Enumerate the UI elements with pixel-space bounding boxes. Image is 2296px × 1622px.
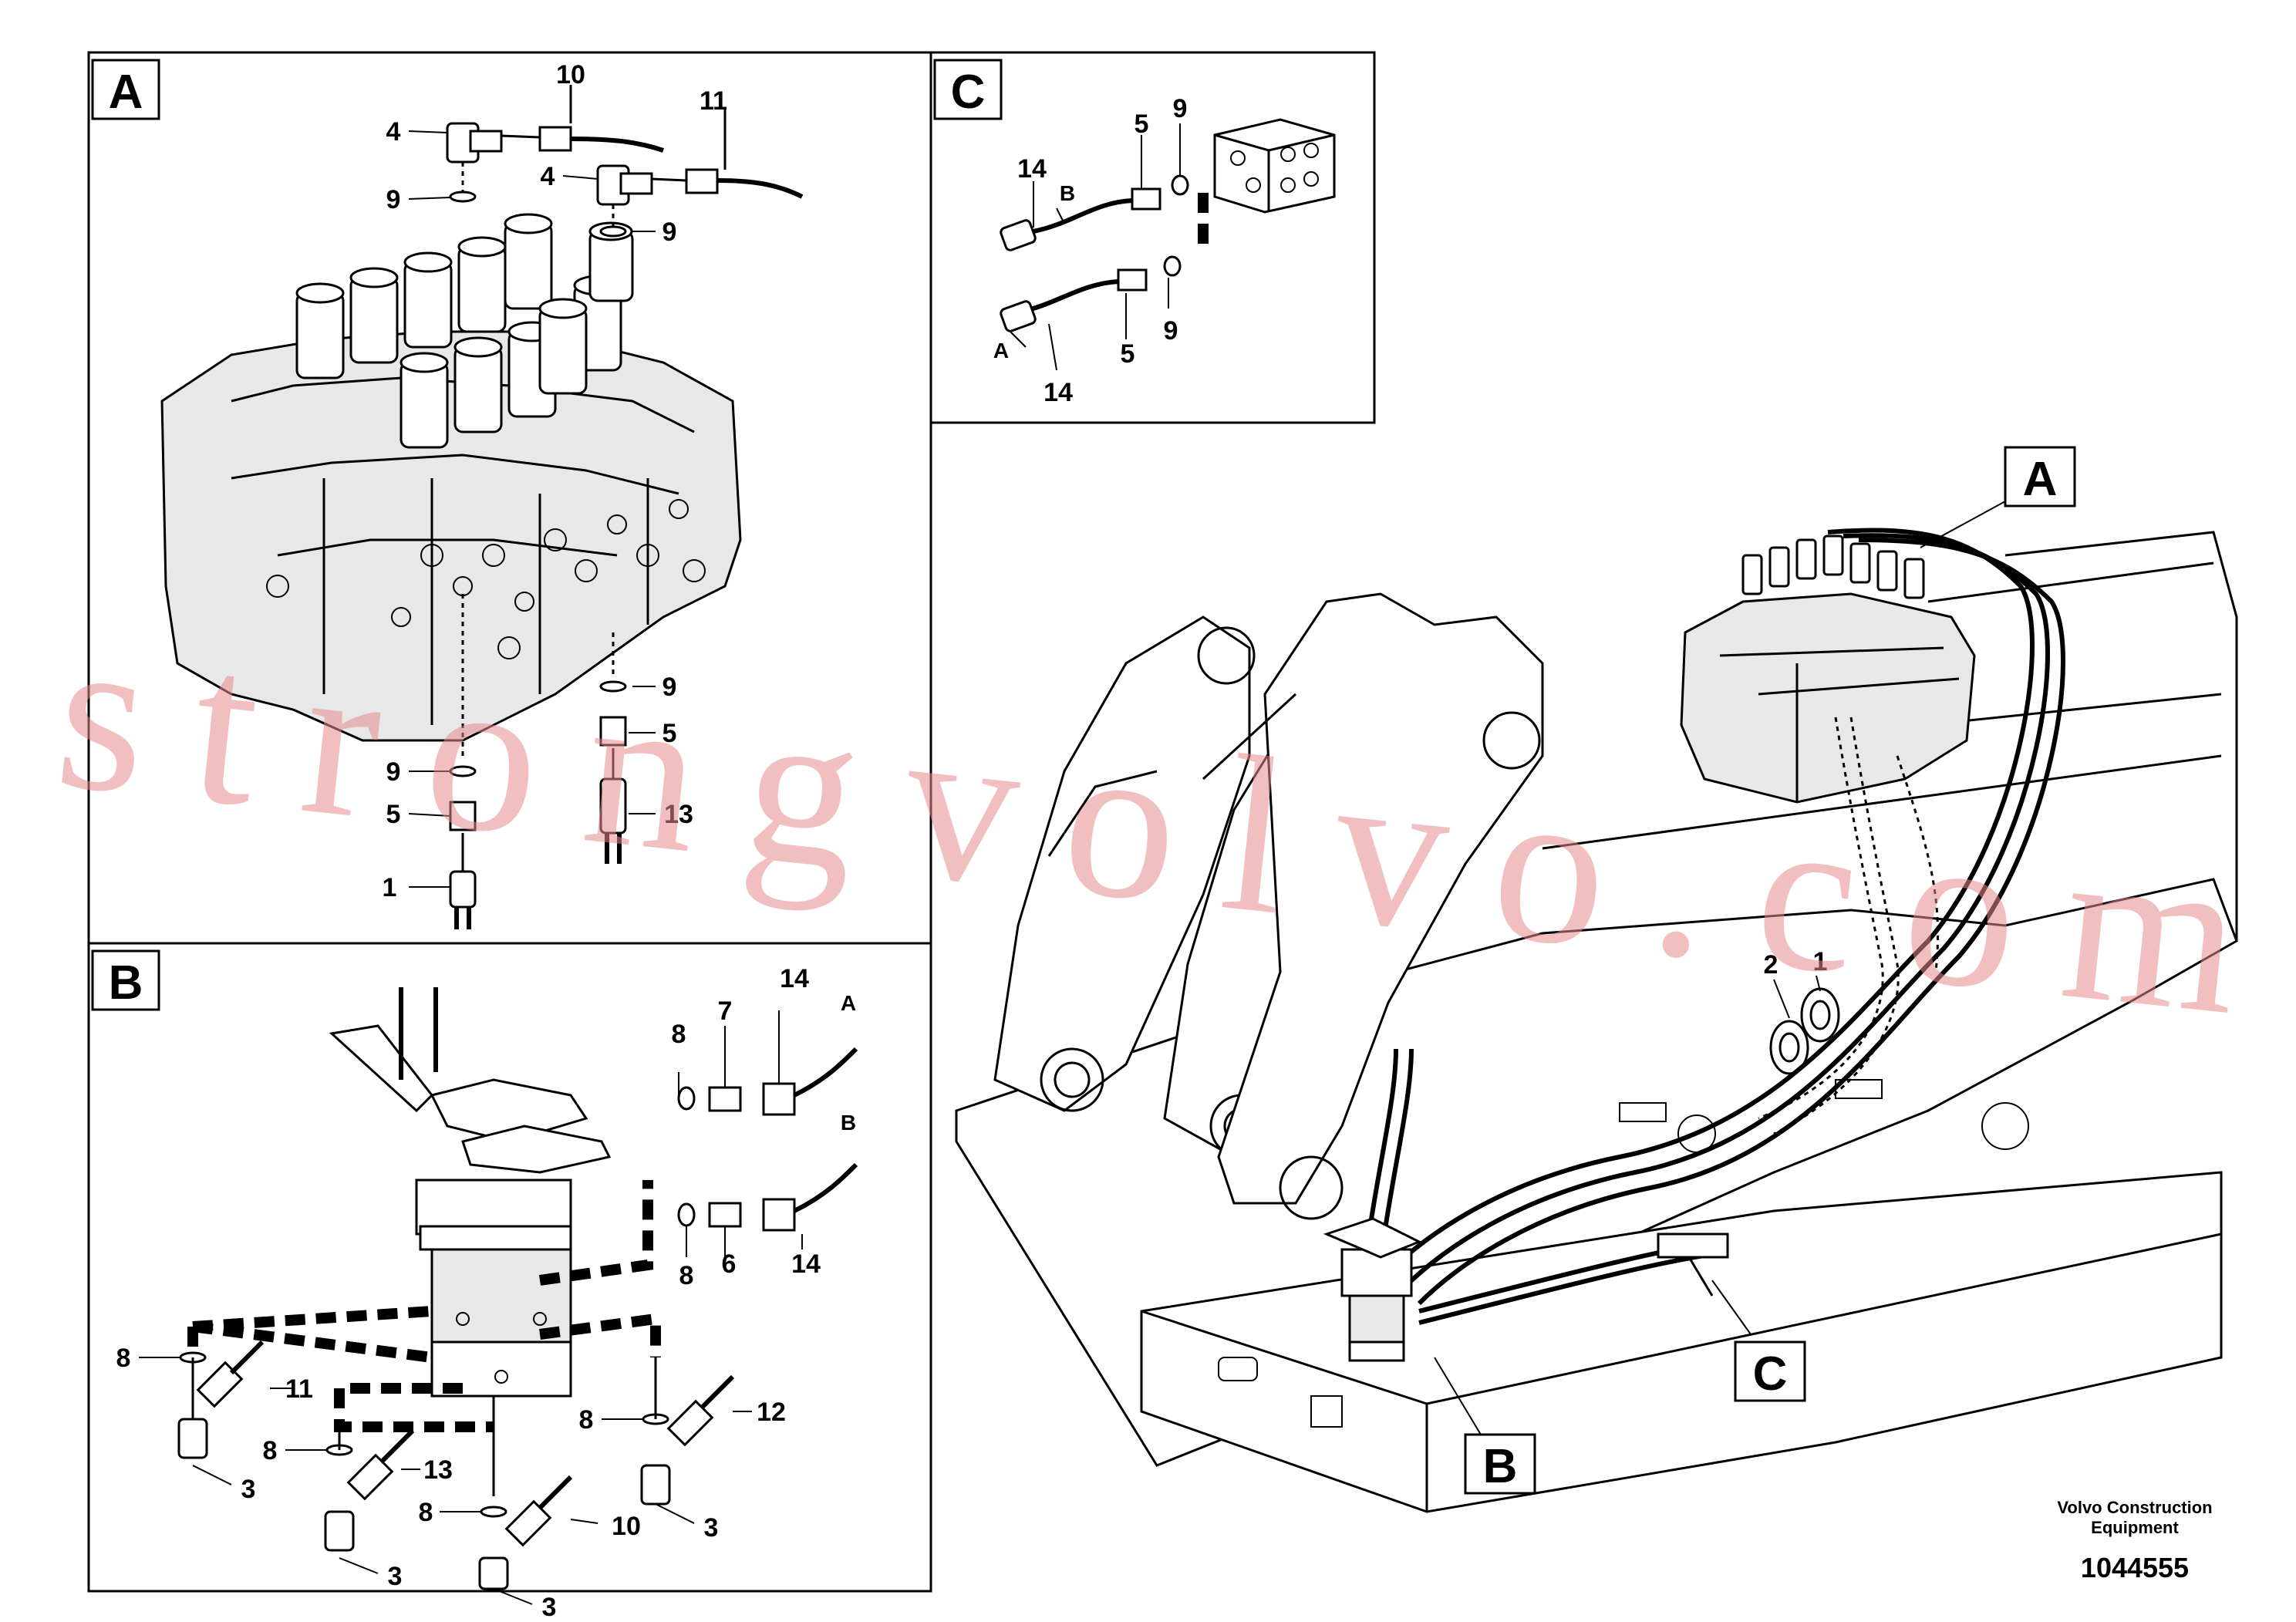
callout-a: A bbox=[2023, 453, 2058, 506]
label-3-b1: 3 bbox=[241, 1475, 256, 1504]
label-9-a4: 9 bbox=[386, 757, 401, 787]
label-9-a1: 9 bbox=[386, 185, 401, 214]
callout-a-box bbox=[2004, 446, 2076, 508]
valve-ports bbox=[266, 499, 706, 659]
panel-a-leaders bbox=[408, 130, 656, 888]
label-7-b: 7 bbox=[718, 996, 733, 1026]
label-4-a2: 4 bbox=[541, 162, 555, 191]
machine-frame-overview: A C B 1 2 bbox=[955, 446, 2238, 1513]
label-8-b1: 8 bbox=[672, 1020, 686, 1049]
panel-b-letter-box bbox=[91, 949, 160, 1011]
panel-c-letter: C bbox=[951, 66, 986, 119]
panel-a-letter: A bbox=[109, 66, 143, 119]
main-view-control-valve bbox=[1680, 534, 1976, 804]
panel-b-dashed-lines bbox=[187, 1180, 661, 1496]
pedal-valve bbox=[329, 987, 612, 1398]
main-view-junction-block bbox=[1657, 1233, 1729, 1297]
junction-block bbox=[1198, 118, 1336, 255]
label-9-a3: 9 bbox=[663, 673, 677, 702]
drawing-number: 1044555 bbox=[2081, 1552, 2189, 1583]
label-6-b: 6 bbox=[722, 1249, 737, 1279]
label-2-main: 2 bbox=[1764, 950, 1778, 980]
label-8-b6: 8 bbox=[579, 1405, 594, 1435]
label-5-a2: 5 bbox=[386, 800, 401, 829]
callout-b-box bbox=[1464, 1433, 1536, 1495]
label-3-b3: 3 bbox=[542, 1593, 557, 1622]
label-8-b3: 8 bbox=[116, 1344, 131, 1373]
panel-b: B bbox=[87, 942, 932, 1622]
label-10-b: 10 bbox=[612, 1512, 641, 1541]
label-3-b4: 3 bbox=[704, 1513, 719, 1543]
label-5-c2: 5 bbox=[1121, 339, 1135, 369]
label-14-b2: 14 bbox=[791, 1249, 821, 1279]
label-13-b: 13 bbox=[423, 1455, 453, 1485]
maker-line-2: Equipment bbox=[2091, 1518, 2179, 1537]
boom-brackets bbox=[993, 592, 1544, 1220]
label-8-b2: 8 bbox=[679, 1261, 694, 1290]
panel-b-elbow-fittings bbox=[177, 1340, 735, 1590]
label-8-b5: 8 bbox=[419, 1498, 433, 1527]
panel-c: C bbox=[929, 51, 1376, 424]
callout-b: B bbox=[1483, 1440, 1518, 1493]
label-1-main: 1 bbox=[1813, 947, 1828, 976]
control-valve-block bbox=[160, 213, 742, 742]
panel-c-frame bbox=[929, 51, 1376, 424]
maker-line-1: Volvo Construction bbox=[2057, 1498, 2212, 1517]
main-view-pedal-valve bbox=[1323, 1217, 1422, 1362]
panel-b-letter: B bbox=[109, 956, 143, 1010]
top-fittings-a bbox=[446, 85, 804, 238]
main-view-callout-leaders bbox=[1434, 501, 2006, 1435]
panel-b-leaders bbox=[139, 1357, 752, 1605]
label-hose-a-c: A bbox=[993, 339, 1009, 363]
label-14-c2: 14 bbox=[1043, 378, 1073, 407]
label-5-c1: 5 bbox=[1135, 110, 1149, 139]
valve-spools bbox=[295, 213, 634, 449]
drawing-footer: Volvo Construction Equipment 1044555 bbox=[2057, 1498, 2212, 1583]
label-14-c1: 14 bbox=[1017, 154, 1047, 184]
label-11-b: 11 bbox=[285, 1374, 313, 1404]
panel-c-leaders bbox=[1010, 123, 1181, 371]
label-hose-a-b: A bbox=[841, 991, 856, 1015]
label-hose-b-b: B bbox=[841, 1111, 856, 1135]
label-1-a: 1 bbox=[383, 873, 397, 902]
label-9-a2: 9 bbox=[663, 218, 677, 247]
label-10-a: 10 bbox=[556, 60, 585, 89]
panel-c-fittings bbox=[1000, 174, 1189, 332]
label-hose-b-c: B bbox=[1060, 181, 1075, 205]
panel-b-upper-fittings bbox=[677, 1010, 858, 1257]
panel-a-letter-box bbox=[91, 59, 160, 120]
label-5-a1: 5 bbox=[663, 719, 677, 748]
label-9-c2: 9 bbox=[1164, 316, 1178, 346]
label-4-a1: 4 bbox=[386, 117, 401, 147]
label-9-c1: 9 bbox=[1173, 94, 1188, 123]
label-11-a: 11 bbox=[700, 86, 727, 116]
label-3-b2: 3 bbox=[388, 1562, 403, 1591]
panel-b-frame bbox=[87, 942, 932, 1593]
label-14-b1: 14 bbox=[780, 964, 809, 993]
label-8-b4: 8 bbox=[263, 1436, 278, 1465]
callout-c: C bbox=[1753, 1347, 1788, 1401]
panel-a: A bbox=[87, 51, 932, 945]
label-13-a: 13 bbox=[664, 800, 693, 829]
callout-c-box bbox=[1734, 1340, 1806, 1402]
panel-c-letter-box bbox=[933, 59, 1003, 120]
label-12-b: 12 bbox=[757, 1398, 786, 1427]
lower-fittings-a bbox=[449, 594, 627, 929]
